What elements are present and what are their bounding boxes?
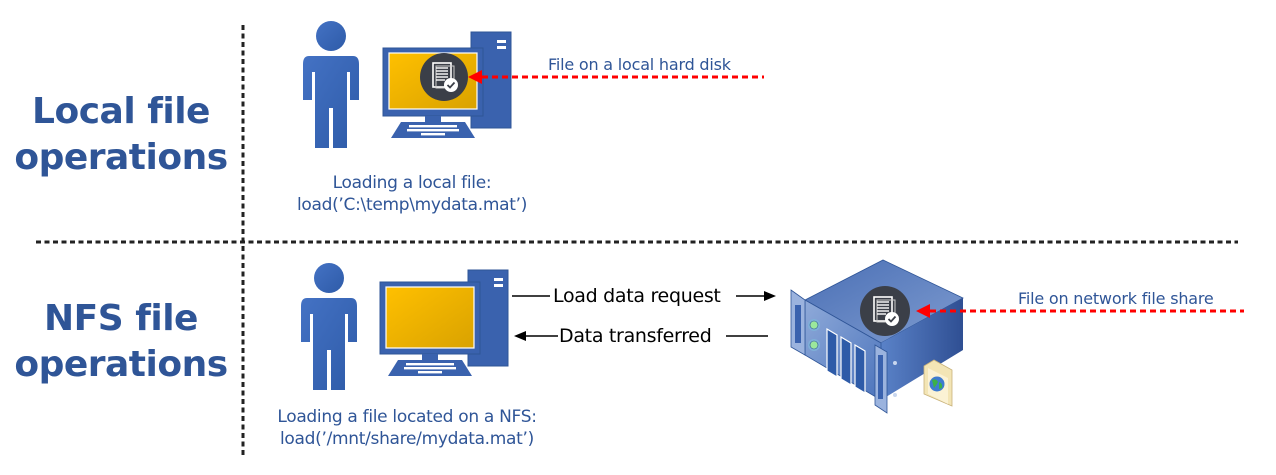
data-transferred-label: Data transferred — [559, 325, 712, 347]
document-check-icon — [420, 53, 468, 101]
user-icon — [303, 21, 359, 148]
local-file-annotation: File on a local hard disk — [548, 55, 731, 74]
nfs-title-line1: NFS file — [44, 298, 198, 339]
horizontal-divider — [36, 240, 1238, 244]
desktop-computer-icon — [379, 269, 509, 376]
local-section-title: Local file operations — [6, 89, 236, 181]
network-folder-icon — [923, 359, 953, 407]
user-icon — [301, 263, 357, 390]
document-check-icon — [860, 286, 910, 336]
nfs-caption-line1: Loading a file located on a NFS: — [277, 407, 537, 427]
load-request-arrow — [512, 291, 776, 301]
load-request-label: Load data request — [553, 285, 721, 307]
local-title-line1: Local file — [32, 91, 210, 132]
nfs-title-line2: operations — [14, 344, 228, 385]
local-file-annotation-arrow — [468, 70, 764, 84]
nfs-section-title: NFS file operations — [6, 296, 236, 388]
nfs-caption: Loading a file located on a NFS: load(’/… — [242, 406, 572, 450]
nfs-file-annotation: File on network file share — [1018, 289, 1214, 308]
local-title-line2: operations — [14, 137, 228, 178]
nfs-file-annotation-arrow — [916, 304, 1244, 318]
local-caption-line2: load(’C:\temp\mydata.mat’) — [296, 195, 528, 215]
local-caption: Loading a local file: load(’C:\temp\myda… — [262, 172, 562, 216]
nfs-caption-line2: load(’/mnt/share/mydata.mat’) — [280, 429, 534, 449]
data-transferred-arrow — [514, 331, 768, 341]
local-caption-line1: Loading a local file: — [332, 173, 492, 193]
vertical-divider — [241, 25, 245, 458]
